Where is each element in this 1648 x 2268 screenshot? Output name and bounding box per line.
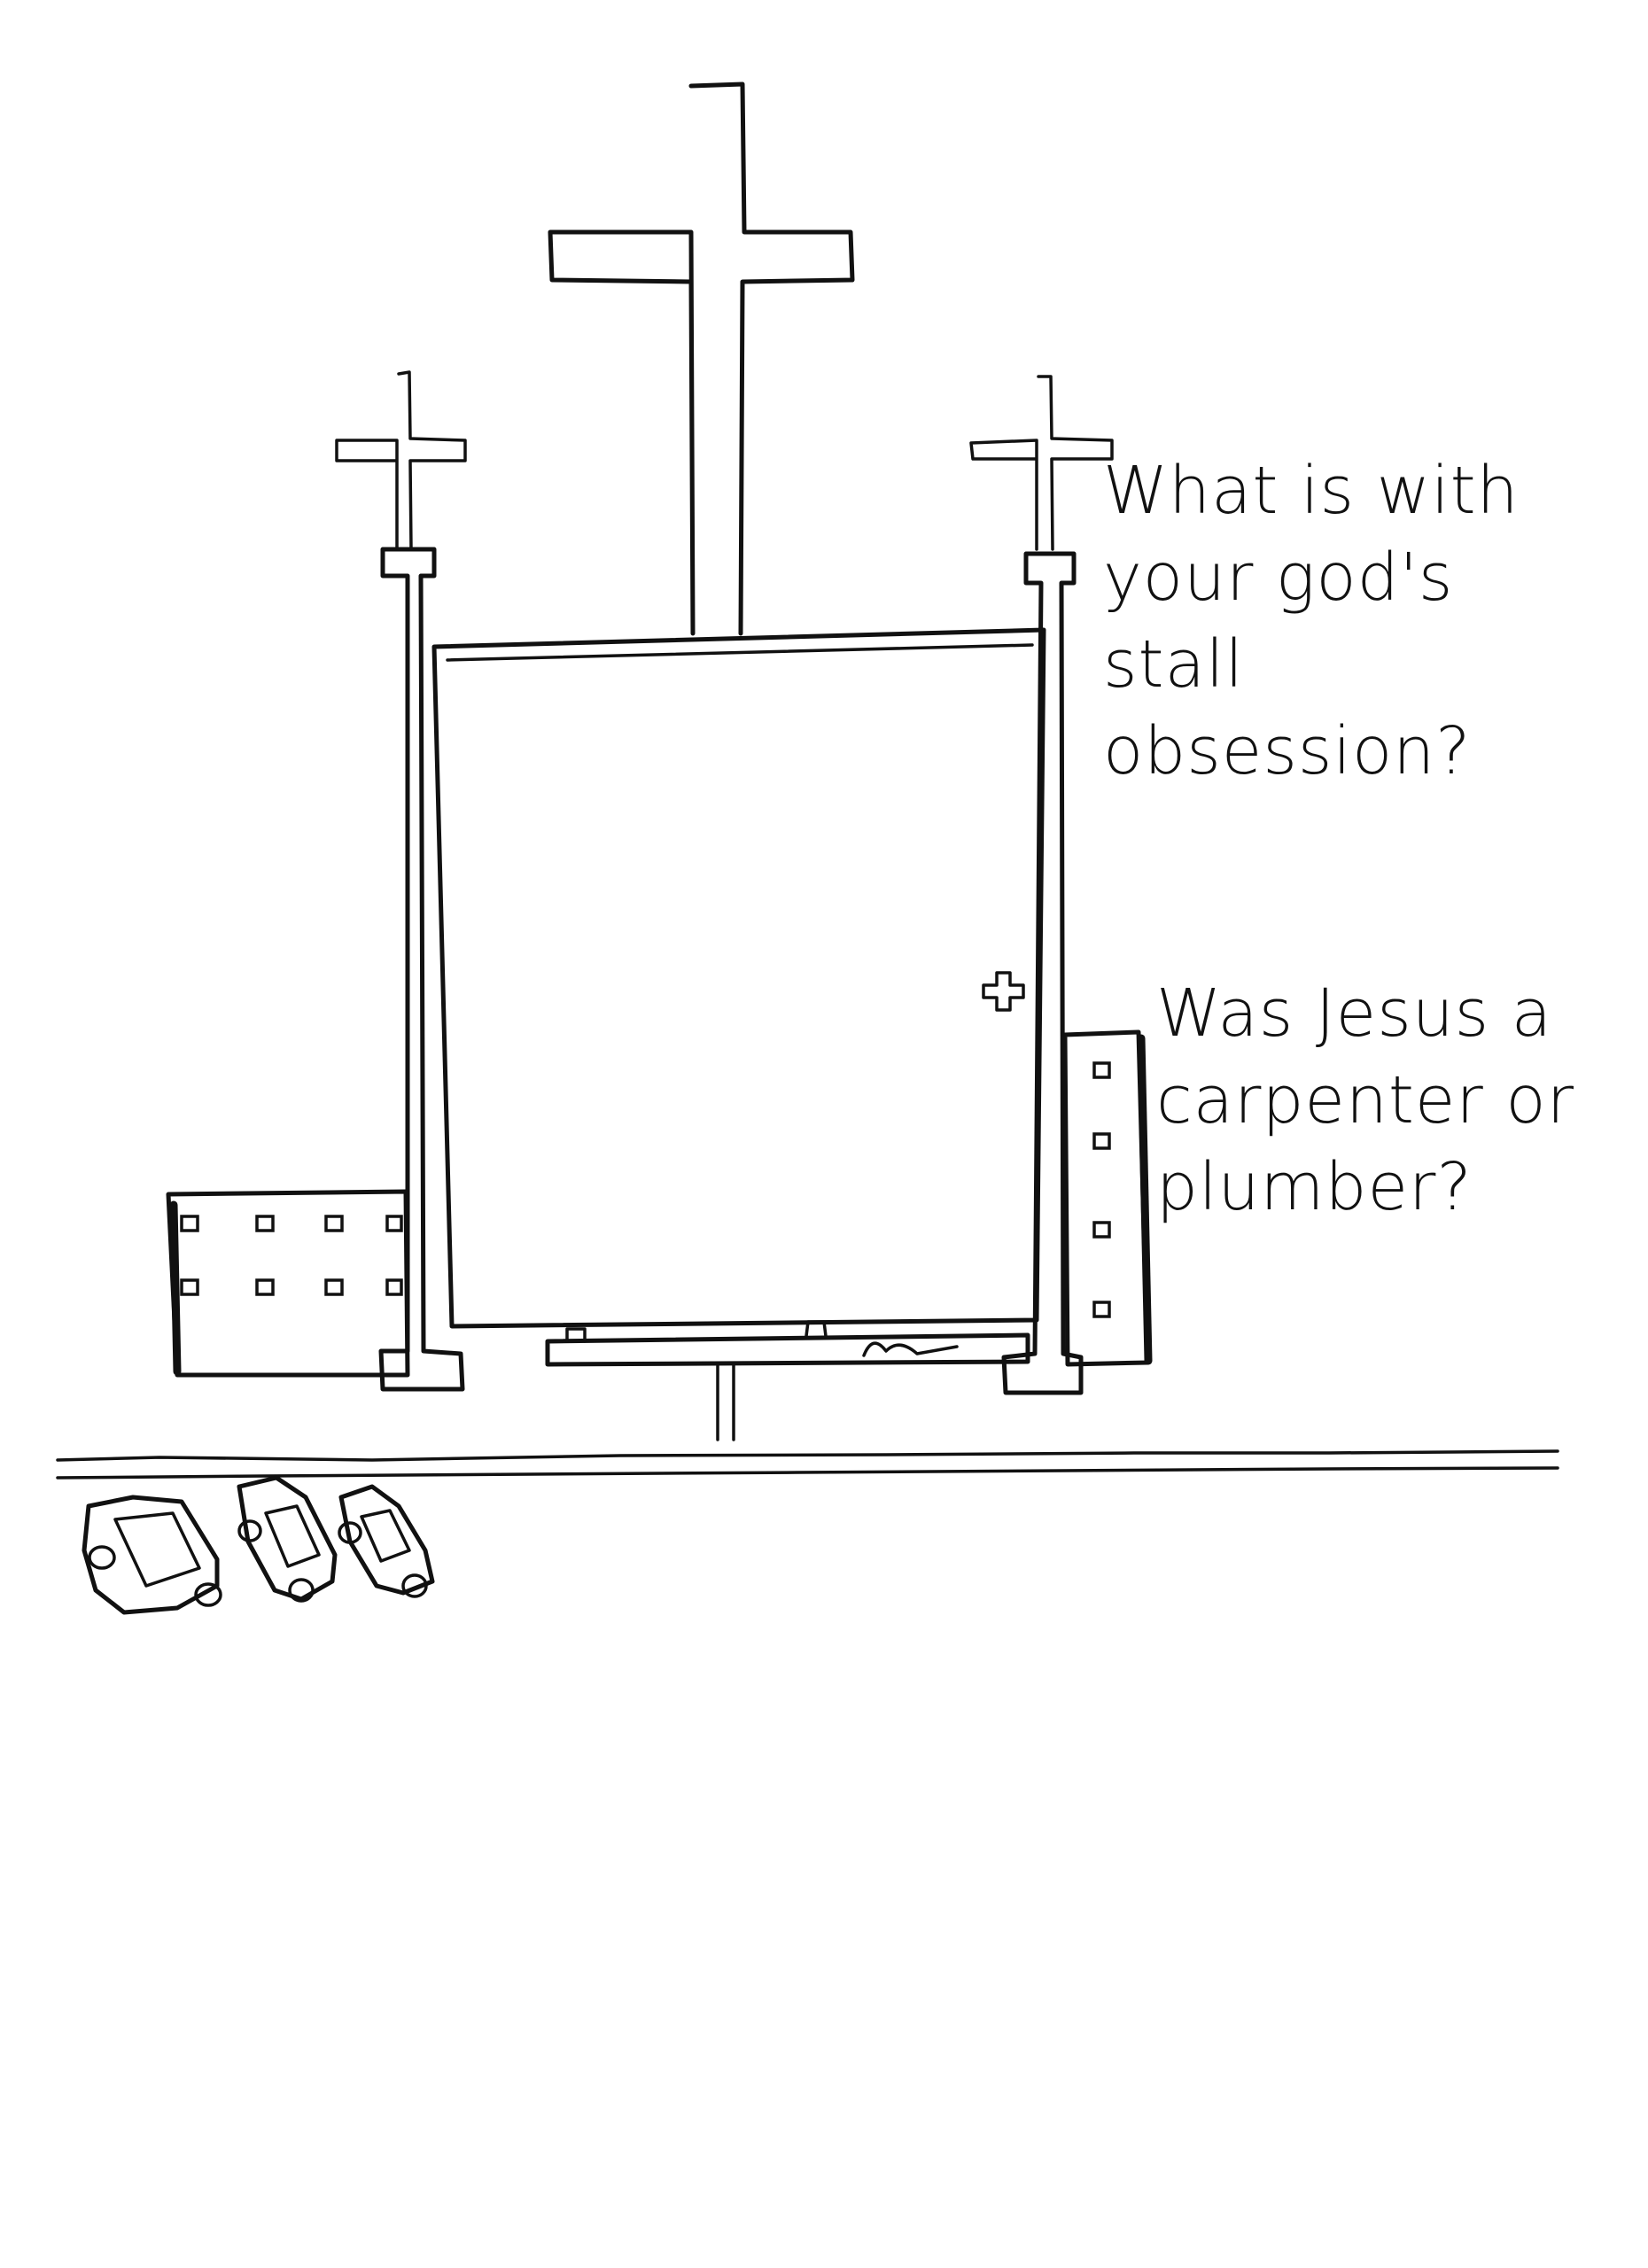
car-2-icon bbox=[237, 1475, 338, 1603]
caption-stall-obsession: What is with your god's stall obsession? bbox=[1103, 453, 1520, 789]
car-1-icon bbox=[82, 1495, 222, 1615]
right-building bbox=[1062, 1029, 1153, 1367]
billboard-panel bbox=[431, 627, 1046, 1441]
left-building bbox=[166, 1189, 410, 1378]
large-cross-icon bbox=[548, 82, 855, 636]
road bbox=[56, 1449, 1559, 1480]
left-cross-pole bbox=[335, 370, 467, 1392]
caption-carpenter-plumber: Was Jesus a carpenter or plumber? bbox=[1156, 975, 1575, 1225]
car-3-icon bbox=[338, 1484, 435, 1598]
right-cross-pole bbox=[969, 375, 1114, 1395]
